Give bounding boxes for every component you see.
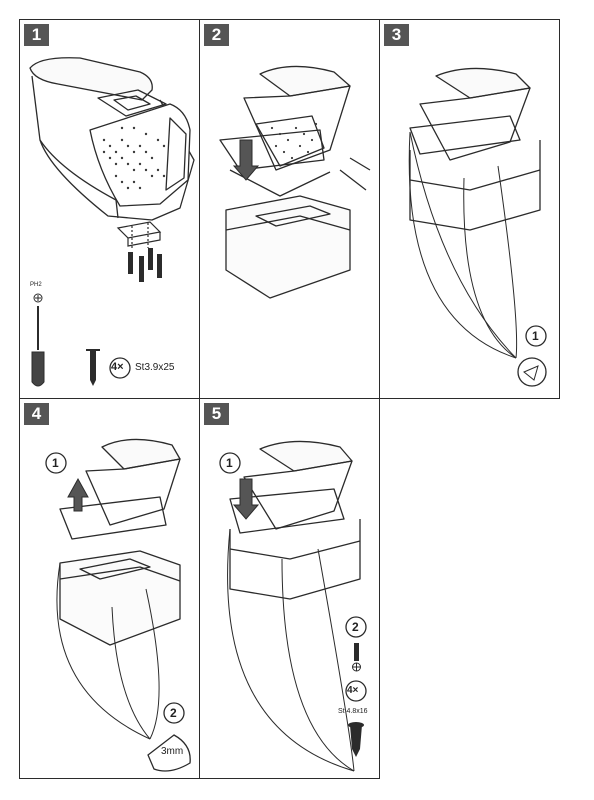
step-2-panel: 2 [199, 19, 380, 399]
step-1-panel: 1 [19, 19, 200, 399]
substep-1-circle [525, 325, 547, 347]
substep-1-label: 1 [226, 456, 233, 470]
screw-icon [86, 349, 100, 386]
step-5-panel: 5 1 2 4× St 4.8x16 [199, 398, 380, 779]
screwdriver-icon [352, 643, 361, 672]
armrest-assembly-illustration [29, 57, 195, 387]
step-3-panel: 3 1 [379, 19, 560, 399]
armrest-positioning-illustration [219, 65, 371, 299]
substep-1-circle [45, 452, 67, 474]
screws-group [128, 248, 162, 282]
screw-spec-label: St 4.8x16 [338, 708, 368, 715]
quantity-circle [345, 680, 367, 702]
substep-2-label: 2 [352, 620, 359, 634]
driver-type-label: PH2 [30, 282, 42, 288]
up-arrow-icon [67, 477, 89, 512]
quantity-circle [109, 357, 131, 379]
armrest-lift-illustration [45, 438, 191, 772]
mounting-plate [116, 221, 162, 239]
down-arrow-icon [232, 478, 260, 520]
substep-1-circle [219, 452, 241, 474]
screw-count-label: 4× [111, 361, 124, 373]
step-5-badge: 5 [204, 403, 229, 425]
step-4-badge: 4 [24, 403, 49, 425]
step-1-badge: 1 [24, 24, 49, 46]
down-arrow-icon [232, 139, 260, 181]
final-fastening-illustration [219, 440, 367, 772]
substep-2-circle [163, 702, 185, 724]
hex-key-icon [147, 734, 191, 772]
substep-1-label: 1 [532, 329, 539, 343]
screwdriver-icon [31, 293, 45, 387]
perforation-pattern [102, 126, 166, 190]
substep-1-label: 1 [52, 456, 59, 470]
substep-2-circle [345, 616, 367, 638]
screw-icon [348, 722, 364, 757]
screw-spec-label: St3.9x25 [135, 362, 175, 373]
armrest-fastening-illustration [408, 67, 547, 387]
step-2-badge: 2 [204, 24, 229, 46]
step-3-badge: 3 [384, 24, 409, 46]
hex-size-label: 3mm [161, 746, 184, 757]
step-4-panel: 4 1 2 3mm [19, 398, 200, 779]
screw-count-label: 4× [347, 685, 359, 696]
substep-2-label: 2 [170, 706, 177, 720]
